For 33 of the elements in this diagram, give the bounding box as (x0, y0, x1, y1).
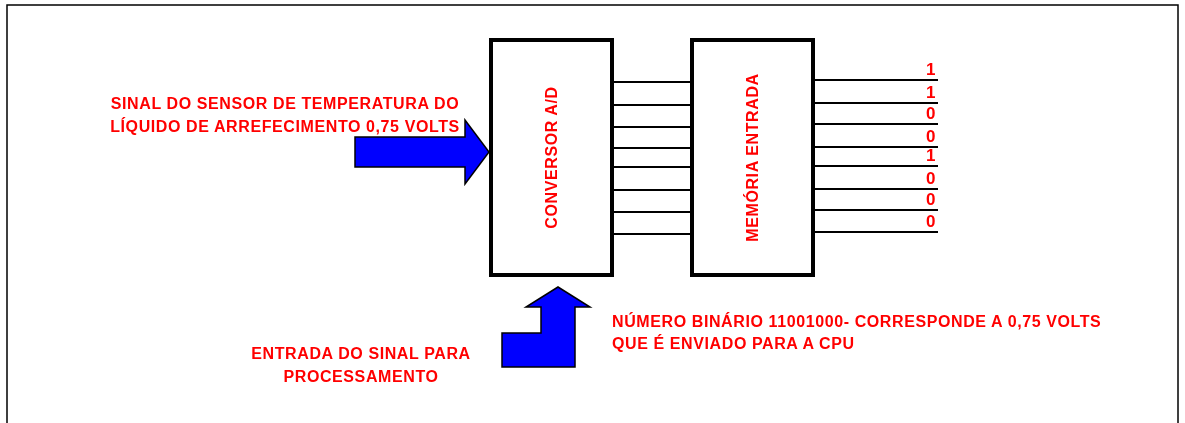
output-line (814, 123, 939, 125)
output-line (814, 165, 939, 167)
block-box (489, 38, 614, 277)
signal-text: SINAL DO SENSOR DE TEMPERATURA DO LÍQUIDO DE ARREFECIMENTO 0,75 VOLTS (109, 94, 461, 137)
output-line (814, 146, 939, 148)
output-line (814, 231, 939, 233)
data-line (613, 166, 691, 168)
data-line (613, 189, 691, 191)
data-line (613, 233, 691, 235)
bit-value: 0 (924, 192, 936, 208)
bit-value: 1 (924, 62, 936, 78)
block-label: CONVERSOR A/D (542, 86, 561, 229)
block-arrow (501, 286, 593, 368)
data-line (613, 126, 691, 128)
bit-value: 1 (924, 85, 936, 101)
signal-text: ENTRADA DO SINAL PARA PROCESSAMENTO (250, 344, 472, 387)
note-text: NÚMERO BINÁRIO 11001000- CORRESPONDE A 0,75 VOLTS QUE É ENVIADO PARA A CPU (612, 311, 1103, 354)
block-arrow (354, 117, 490, 187)
block-box (690, 38, 815, 277)
bit-value: 0 (924, 106, 936, 122)
block-label: MEMÓRIA ENTRADA (742, 73, 762, 242)
bit-value: 1 (924, 148, 936, 164)
data-line (613, 104, 691, 106)
bit-value: 0 (924, 171, 936, 187)
data-line (613, 147, 691, 149)
output-line (814, 188, 939, 190)
bit-value: 0 (924, 129, 936, 145)
data-line (613, 211, 691, 213)
bit-value: 0 (924, 214, 936, 230)
data-line (613, 81, 691, 83)
output-line (814, 209, 939, 211)
output-line (814, 102, 939, 104)
output-line (814, 79, 939, 81)
